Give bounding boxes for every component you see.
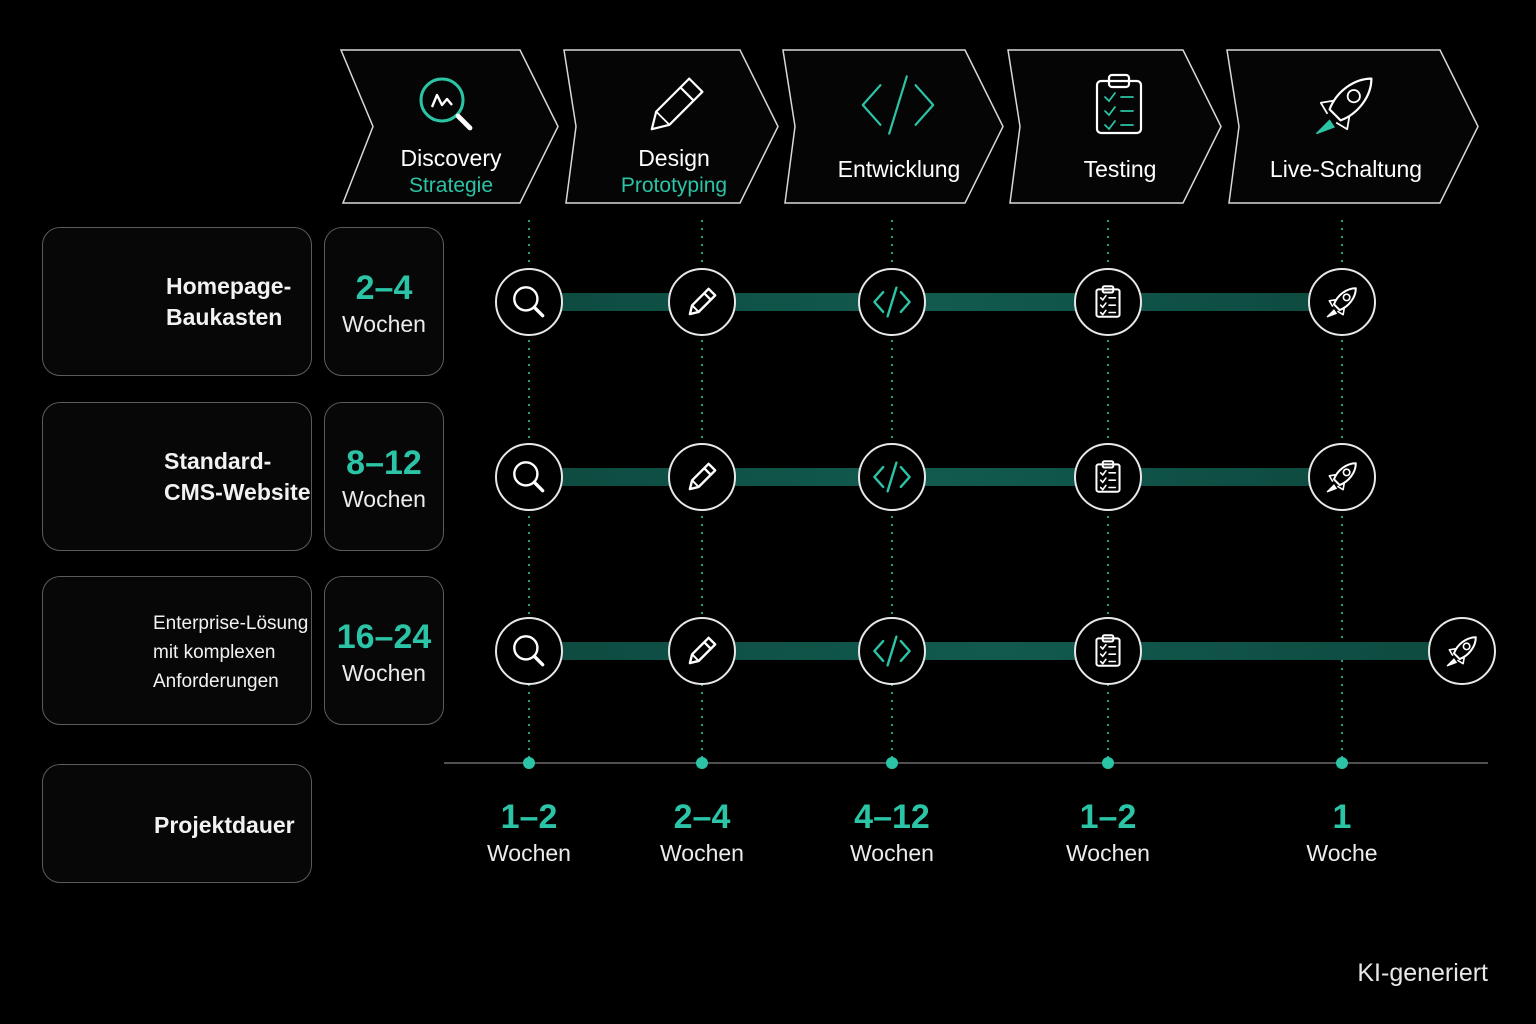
phase-duration-value: 1–2 <box>1079 798 1137 836</box>
phase-duration-unit: Wochen <box>660 840 744 866</box>
phase-chevron-2 <box>563 49 779 204</box>
timeline-node-magnifier-chart-icon <box>495 617 563 685</box>
phase-chevron-1 <box>339 49 559 204</box>
timeline-node-rocket-icon <box>1428 617 1496 685</box>
phase-label-4: Testing <box>1010 155 1230 183</box>
timeline-node-pencil-icon <box>668 268 736 336</box>
axis-marker-1 <box>523 757 535 769</box>
phase-title: Testing <box>1083 156 1157 182</box>
timeline-bar-row-2 <box>529 468 1342 486</box>
axis-marker-4 <box>1102 757 1114 769</box>
phase-chevrons <box>339 49 1479 204</box>
timeline-node-code-icon <box>858 617 926 685</box>
timeline-node-pencil-icon <box>668 617 736 685</box>
phase-duration-value: 1–2 <box>500 798 558 836</box>
phase-duration-unit: Woche <box>1306 840 1378 866</box>
phase-axis <box>444 757 1488 769</box>
phase-title: Entwicklung <box>837 156 961 182</box>
phase-subtitle: Prototyping <box>620 174 728 197</box>
rocket-icon <box>1315 77 1373 135</box>
row-card-homepage <box>42 227 312 376</box>
legend-card <box>42 764 312 883</box>
code-icon <box>861 75 935 135</box>
phase-chevron-5 <box>1226 49 1479 204</box>
clipboard-checklist-icon <box>1095 73 1143 135</box>
timeline-node-clipboard-checklist-icon <box>1074 268 1142 336</box>
phase-duration-value: 1 <box>1332 798 1352 836</box>
phase-title: Discovery <box>400 145 502 171</box>
phase-duration-value: 4–12 <box>854 798 930 836</box>
timeline-node-clipboard-checklist-icon <box>1074 443 1142 511</box>
duration-card-homepage <box>324 227 444 376</box>
timeline-node-magnifier-chart-icon <box>495 443 563 511</box>
timeline-node-clipboard-checklist-icon <box>1074 617 1142 685</box>
phase-duration-unit: Wochen <box>487 840 571 866</box>
row-card-enterprise <box>42 576 312 725</box>
phase-title: Live-Schaltung <box>1269 156 1423 182</box>
phase-title: Design <box>638 145 710 171</box>
timeline-nodes <box>495 268 1496 685</box>
phase-chevron-3 <box>782 49 1004 204</box>
axis-marker-2 <box>696 757 708 769</box>
timeline-node-magnifier-chart-icon <box>495 268 563 336</box>
duration-card-enterprise <box>324 576 444 725</box>
legend-label: Projektdauer <box>154 812 295 838</box>
timeline-node-code-icon <box>858 443 926 511</box>
phase-duration-unit: Wochen <box>1066 840 1150 866</box>
duration-card-cms <box>324 402 444 551</box>
row-label-cms: Standard-CMS-Website <box>164 448 311 505</box>
axis-marker-5 <box>1336 757 1348 769</box>
magnifier-chart-icon <box>419 77 473 131</box>
timeline-bar-row-3 <box>529 642 1462 660</box>
timeline-node-rocket-icon <box>1308 443 1376 511</box>
phase-chevron-4 <box>1007 49 1222 204</box>
phase-subtitle: Strategie <box>408 174 494 197</box>
row-label-homepage: Homepage-Baukasten <box>166 273 292 330</box>
phase-duration-value: 2–4 <box>673 798 731 836</box>
phase-duration-unit: Wochen <box>850 840 934 866</box>
timeline-node-code-icon <box>858 268 926 336</box>
ki-generated-badge: KI-generiert <box>1357 959 1488 987</box>
timeline-node-pencil-icon <box>668 443 736 511</box>
phase-label-3: Entwicklung <box>789 155 1009 183</box>
phase-label-5: Live-Schaltung <box>1236 155 1456 183</box>
timeline-bar-row-1 <box>529 293 1342 311</box>
row-card-cms <box>42 402 312 551</box>
timeline-node-rocket-icon <box>1308 268 1376 336</box>
pencil-icon <box>650 77 704 131</box>
axis-marker-3 <box>886 757 898 769</box>
